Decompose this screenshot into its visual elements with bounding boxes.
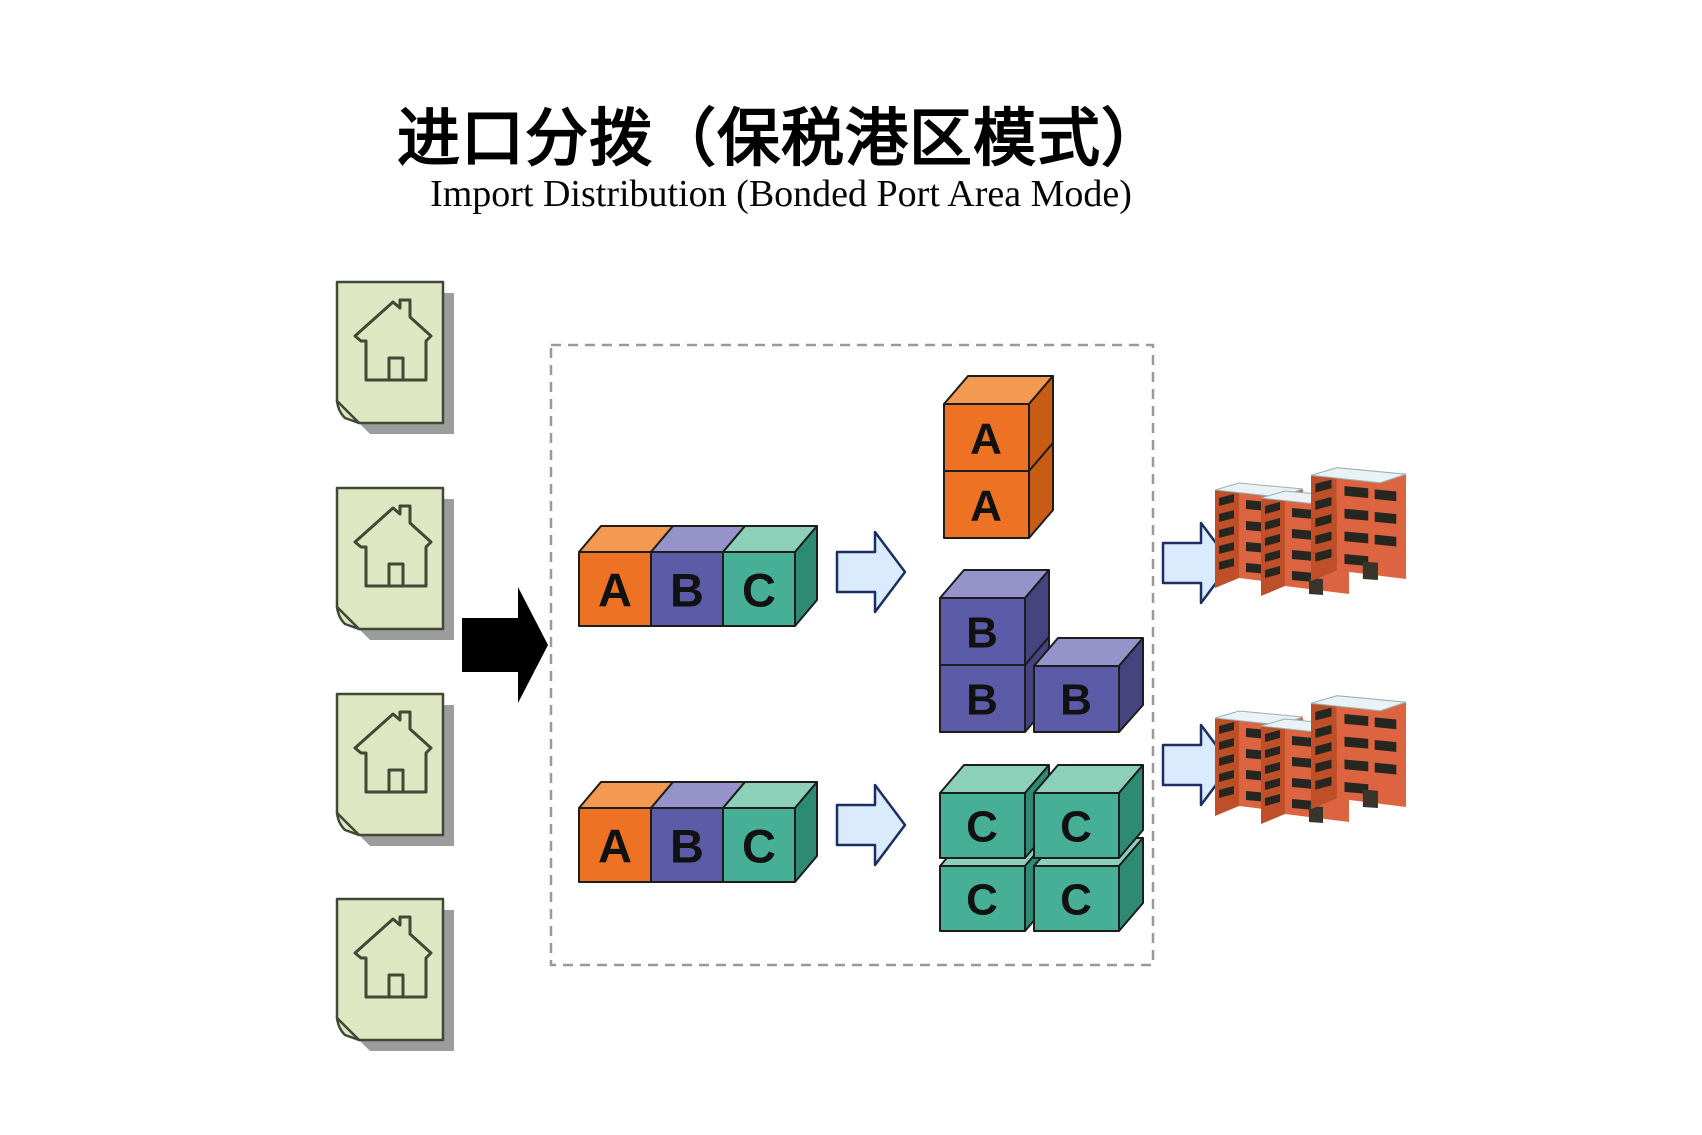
cube-b (650, 807, 724, 883)
cube-a (578, 807, 652, 883)
buildings-icon (1215, 696, 1406, 824)
cube-label: A (970, 415, 1002, 464)
cube-c (722, 807, 796, 883)
cube-label: A (598, 564, 632, 617)
mixed-cargo-row-2: A B C (578, 781, 818, 883)
cube-label: C (742, 820, 776, 873)
house-document-icon (335, 692, 456, 848)
cube-b (939, 664, 1026, 733)
cube-label: B (966, 609, 998, 658)
mixed-cargo-row-1: A B C (578, 525, 818, 627)
cube-label: C (966, 803, 998, 852)
buildings-icon (1215, 468, 1406, 596)
blue-right-arrow-icon (835, 530, 907, 614)
cube-c (722, 551, 796, 627)
cube-c (1033, 865, 1120, 932)
cube-b (650, 551, 724, 627)
cube-c (939, 792, 1026, 859)
sorted-group-b: B B B (939, 569, 1144, 733)
sorted-grid-c: C C C C (939, 764, 1144, 932)
cube-label: C (1060, 876, 1092, 925)
cube-label: B (1060, 676, 1092, 725)
cube-b (1033, 665, 1120, 733)
cube-a (943, 403, 1030, 472)
sorted-stack-a: A A (943, 375, 1054, 539)
source-documents (335, 280, 456, 1053)
blue-right-arrow-icon (835, 783, 907, 867)
house-document-icon (335, 486, 456, 642)
cube-label: C (966, 876, 998, 925)
cube-label: C (742, 564, 776, 617)
house-document-icon (335, 280, 456, 436)
house-document-icon (335, 897, 456, 1053)
cube-a (578, 551, 652, 627)
cube-c (1033, 792, 1120, 859)
cube-a (943, 470, 1030, 539)
cube-c (939, 865, 1026, 932)
cube-label: B (670, 820, 704, 873)
bonded-port-area-box (549, 343, 1155, 967)
cube-label: A (598, 820, 632, 873)
page-subtitle: Import Distribution (Bonded Port Area Mo… (430, 173, 1132, 215)
black-right-arrow-icon (462, 587, 548, 703)
cube-label: B (966, 676, 998, 725)
cube-label: A (970, 482, 1002, 531)
page-title: 进口分拨（保税港区模式） (397, 104, 1165, 174)
cube-b (939, 597, 1026, 666)
cube-label: C (1060, 803, 1092, 852)
cube-label: B (670, 564, 704, 617)
